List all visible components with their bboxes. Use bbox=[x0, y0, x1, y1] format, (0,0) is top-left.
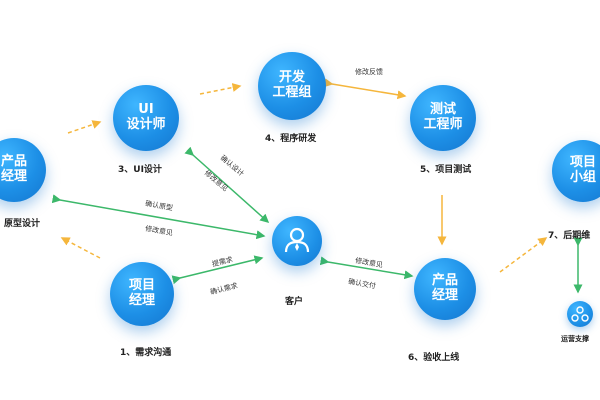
arrow-pmgr-to-pm bbox=[60, 237, 101, 259]
arrow-accept-to-maint bbox=[499, 237, 548, 273]
arrow-pm-to-ui bbox=[67, 120, 102, 134]
node-project-manager: 项目 经理 bbox=[110, 262, 174, 326]
node-dev-team: 开发 工程组 bbox=[258, 52, 326, 120]
node-project-manager-label: 项目 经理 bbox=[128, 278, 155, 308]
step-1-label: 1、需求沟通 bbox=[120, 348, 172, 358]
step-6-label: 6、验收上线 bbox=[408, 353, 460, 363]
support-icon bbox=[571, 306, 589, 322]
arrow-dev-test bbox=[323, 78, 407, 100]
client-label: 客户 bbox=[285, 297, 304, 307]
support-label: 运营支撑 bbox=[561, 335, 589, 343]
node-project-team-label: 项目 小组 bbox=[569, 155, 596, 185]
edge-label-feedback: 修改反馈 bbox=[355, 68, 383, 76]
node-product-manager-accept: 产品 经理 bbox=[414, 258, 476, 320]
step-4-label: 4、程序研发 bbox=[265, 134, 317, 144]
node-product-manager-label: 产品 经理 bbox=[0, 154, 27, 184]
node-test-engineer: 测试 工程师 bbox=[410, 85, 476, 151]
node-test-engineer-label: 测试 工程师 bbox=[423, 102, 463, 132]
arrow-client-accept bbox=[319, 256, 414, 280]
step-3-label: 3、UI设计 bbox=[118, 165, 162, 175]
arrow-ui-to-dev bbox=[199, 83, 242, 95]
arrow-pm-client bbox=[51, 194, 266, 240]
node-ui-designer-label: UI 设计师 bbox=[126, 102, 166, 132]
node-ui-designer: UI 设计师 bbox=[113, 85, 179, 151]
person-icon bbox=[284, 227, 310, 253]
step-5-label: 5、项目测试 bbox=[420, 165, 472, 175]
arrow-pmgr-client bbox=[171, 255, 264, 285]
node-project-team: 项目 小组 bbox=[552, 140, 600, 202]
support-node bbox=[567, 301, 593, 327]
node-dev-team-label: 开发 工程组 bbox=[272, 70, 312, 100]
client-node bbox=[272, 216, 322, 266]
step-2-label: 原型设计 bbox=[4, 219, 41, 229]
node-product-manager-accept-label: 产品 经理 bbox=[431, 273, 458, 303]
step-7-label: 7、后期维 bbox=[548, 231, 591, 241]
